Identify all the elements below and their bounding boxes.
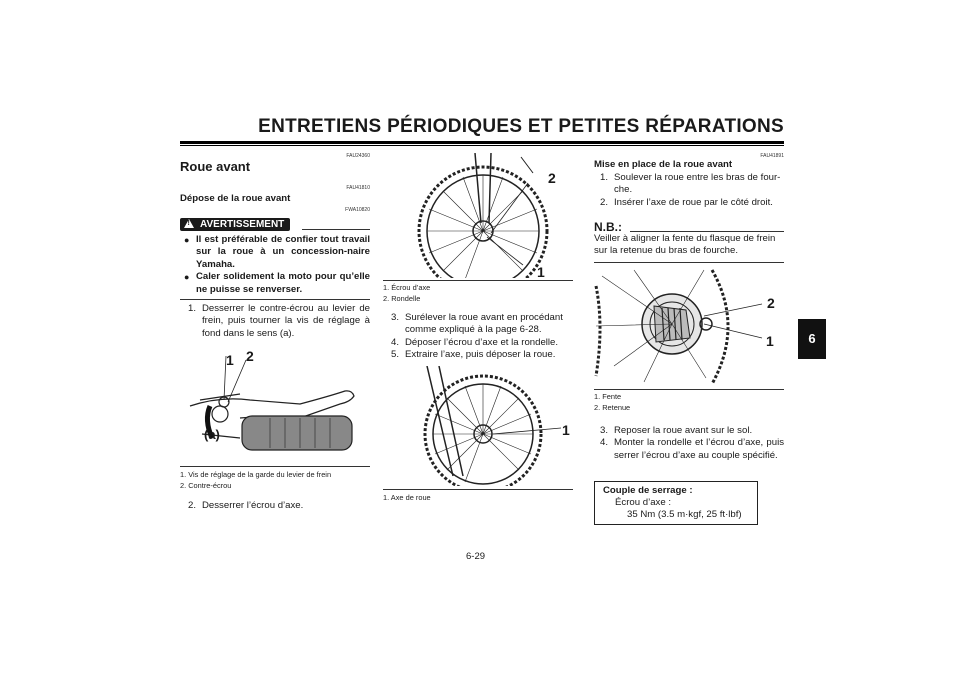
step-4: 4.Monter la rondelle et l’écrou d’axe, p… bbox=[600, 437, 784, 461]
page-title: ENTRETIENS PÉRIODIQUES ET PETITES RÉPARA… bbox=[258, 116, 784, 137]
callout-1: 1 bbox=[537, 264, 545, 280]
callout-2: 2 bbox=[548, 170, 556, 186]
section-heading: Mise en place de la roue avant bbox=[594, 159, 733, 170]
callout-a: (a) bbox=[204, 427, 220, 442]
subsection-heading: Dépose de la roue avant bbox=[180, 193, 291, 204]
step-1: 1.Soulever la roue entre les bras de fou… bbox=[600, 172, 781, 196]
caption-rule bbox=[383, 280, 573, 281]
figure-axle bbox=[383, 365, 573, 494]
bullet-icon: ● bbox=[184, 235, 190, 245]
steps-3-5: 3.Surélever la roue avant en procédant c… bbox=[391, 312, 575, 362]
torque-item: Écrou d’axe : bbox=[615, 497, 671, 508]
figure-fork-retainer bbox=[594, 266, 784, 386]
step-4: 4.Déposer l’écrou d’axe et la rondelle. bbox=[391, 336, 559, 348]
section-code: FAU41891 bbox=[760, 153, 784, 159]
front-wheel-axle-illustration bbox=[423, 365, 562, 494]
warning-item: ● Caler solidement la moto pour qu’elle … bbox=[184, 271, 370, 295]
step-3: 3.Reposer la roue avant sur le sol. bbox=[600, 425, 753, 436]
callout-2: 2 bbox=[767, 295, 775, 311]
figure-captions: 1. Vis de réglage de la garde du levier … bbox=[180, 470, 332, 490]
warning-list: ● Il est préférable de confier tout trav… bbox=[184, 234, 370, 296]
figure-brake-lever bbox=[180, 346, 370, 464]
caption-rule bbox=[180, 466, 370, 467]
nb-text: Veiller à aligner la fente du flasque de… bbox=[594, 233, 776, 257]
figure-axle-nut bbox=[383, 152, 573, 297]
step-3: 3.Surélever la roue avant en procédant c… bbox=[391, 312, 563, 336]
warning-item: ● Il est préférable de confier tout trav… bbox=[184, 234, 370, 270]
callout-1: 1 bbox=[766, 333, 774, 349]
step-2: 2.Insérer l’axe de roue par le côté droi… bbox=[600, 196, 773, 208]
warning-label: AVERTISSEMENT bbox=[200, 219, 285, 230]
warning-end-rule bbox=[180, 299, 370, 300]
front-wheel-illustration bbox=[417, 152, 549, 297]
figure-captions: 1. Axe de roue bbox=[383, 493, 431, 502]
warning-icon: ! bbox=[184, 219, 194, 228]
brake-hub-illustration bbox=[594, 269, 763, 385]
step-1: 1. Desserrer le contre-écrou au levier d… bbox=[188, 303, 370, 339]
chapter-tab: 6 bbox=[798, 319, 826, 359]
torque-title: Couple de serrage : bbox=[603, 485, 693, 496]
page-number: 6-29 bbox=[466, 551, 486, 562]
bullet-icon: ● bbox=[184, 272, 190, 283]
warning-code: FWA10820 bbox=[345, 207, 370, 213]
step-2: 2. Desserrer l’écrou d’axe. bbox=[188, 500, 304, 511]
header-rule bbox=[180, 141, 784, 144]
caption-rule bbox=[383, 489, 573, 490]
brake-lever-illustration bbox=[189, 355, 355, 451]
steps-3-4: 3.Reposer la roue avant sur le sol. 4.Mo… bbox=[600, 425, 784, 462]
caption-rule bbox=[594, 389, 784, 390]
warning-rule bbox=[302, 229, 370, 230]
subsection-code: FAU41810 bbox=[346, 185, 370, 191]
steps-1-2: 1.Soulever la roue entre les bras de fou… bbox=[600, 172, 784, 209]
figure-captions: 1. Fente 2. Retenue bbox=[594, 392, 631, 412]
callout-1: 1 bbox=[562, 422, 570, 438]
callout-1: 1 bbox=[226, 352, 234, 368]
warning-badge: ! AVERTISSEMENT bbox=[180, 214, 291, 232]
callout-2: 2 bbox=[246, 348, 254, 364]
torque-box: Couple de serrage : Écrou d’axe : 35 Nm … bbox=[594, 481, 758, 525]
step-5: 5.Extraire l’axe, puis déposer la roue. bbox=[391, 349, 556, 361]
section-heading: Roue avant bbox=[180, 159, 251, 174]
nb-rule bbox=[630, 231, 784, 232]
nb-label: N.B.: bbox=[594, 220, 622, 234]
torque-value: 35 Nm (3.5 m·kgf, 25 ft·lbf) bbox=[627, 509, 742, 520]
nb-end-rule bbox=[594, 262, 784, 263]
header-rule-thin bbox=[180, 145, 784, 146]
section-code: FAU24360 bbox=[346, 153, 370, 159]
figure-captions: 1. Écrou d’axe 2. Rondelle bbox=[383, 283, 431, 303]
